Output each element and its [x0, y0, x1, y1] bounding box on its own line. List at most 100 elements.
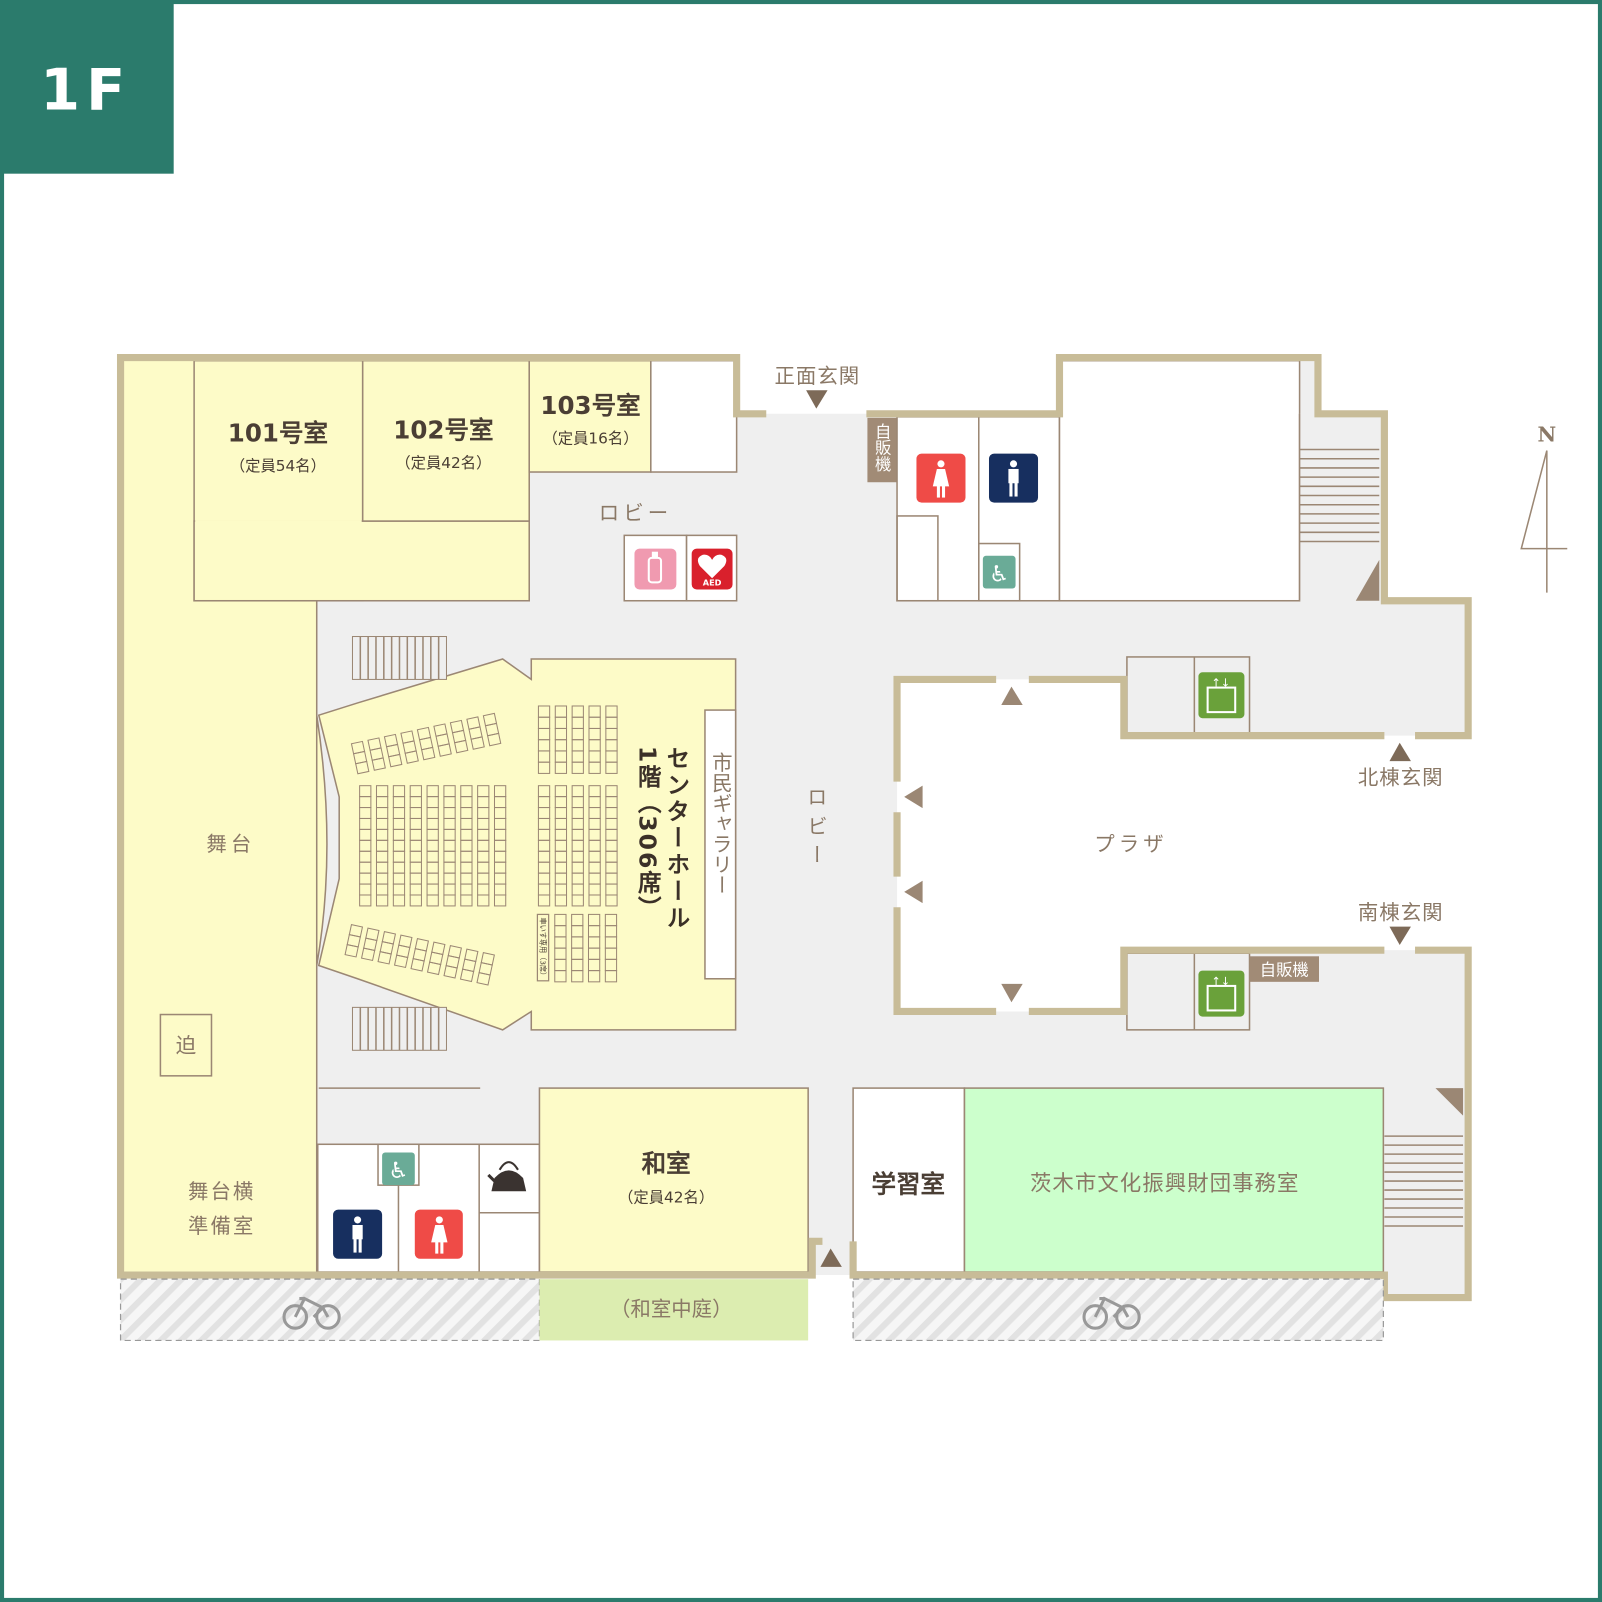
seat	[554, 761, 568, 774]
seat	[371, 757, 386, 771]
seat	[588, 761, 601, 774]
seri-label: 迫	[176, 1033, 196, 1057]
stairs-southeast	[1384, 1135, 1464, 1227]
room-103[interactable]	[528, 359, 652, 473]
arrow-up-icon	[1001, 686, 1023, 705]
seat	[460, 894, 473, 907]
seat	[426, 894, 439, 907]
kettle-icon	[487, 1161, 527, 1192]
bicycle-parking-west	[119, 1278, 541, 1342]
arrow-down-icon	[1001, 983, 1023, 1003]
gallery-label: 市民ギャラリー	[708, 752, 732, 895]
svg-text:↑↓: ↑↓	[1212, 975, 1231, 988]
building-wall-north	[866, 354, 1472, 740]
baby-bottle-icon	[634, 548, 677, 590]
room-102-name: 102号室	[393, 415, 493, 444]
svg-text:♿: ♿	[388, 1158, 408, 1184]
room-103-capacity: （定員16名）	[543, 429, 639, 447]
svg-text:♿: ♿	[989, 561, 1009, 587]
washitsu-capacity: （定員42名）	[618, 1189, 714, 1207]
foundation-office-name: 茨木市文化振興財団事務室	[1030, 1171, 1300, 1196]
aed-icon: AED	[691, 548, 733, 590]
seat	[476, 972, 491, 986]
elevator-icon-north: ↑↓	[1198, 672, 1245, 719]
vending-north-label: 自販機	[872, 423, 891, 473]
hall-capacity: 1階（306席）	[634, 746, 662, 922]
seat	[410, 958, 425, 972]
north-entrance-label[interactable]: 北棟玄関	[1358, 766, 1444, 790]
seat	[554, 970, 567, 983]
womens-restroom-icon	[414, 1209, 463, 1259]
hall-stairs-bottom	[351, 1006, 447, 1051]
seat	[537, 894, 551, 907]
seat	[571, 894, 584, 907]
accessible-restroom-icon: ♿	[982, 555, 1016, 589]
washitsu-room[interactable]	[538, 1087, 809, 1273]
elevator-icon-south: ↑↓	[1198, 970, 1245, 1017]
ramp-triangle-southeast	[1435, 1088, 1464, 1116]
storage-room	[650, 359, 738, 473]
seat	[388, 753, 403, 768]
washitsu-name: 和室	[642, 1149, 691, 1178]
svg-text:↑↓: ↑↓	[1212, 677, 1231, 690]
building-wall	[116, 354, 823, 1279]
bicycle-icon	[1082, 1296, 1141, 1330]
room-102[interactable]	[361, 359, 530, 522]
washitsu-garden	[539, 1279, 809, 1341]
seat	[487, 732, 502, 747]
stage-side-label-1: 舞台横	[188, 1179, 255, 1203]
citizen-gallery[interactable]	[704, 709, 737, 980]
seat	[404, 750, 419, 764]
seat	[421, 746, 436, 761]
north-compass-icon: N	[1520, 422, 1568, 593]
washitsu-garden-label: （和室中庭）	[610, 1297, 733, 1321]
ramp-triangle-northeast	[1355, 559, 1380, 601]
seat	[477, 894, 490, 907]
hall-name: センターホール	[662, 746, 690, 932]
seat	[344, 944, 359, 958]
aed-text: AED	[703, 577, 722, 587]
seat	[588, 894, 601, 907]
seat	[554, 894, 568, 907]
seat	[605, 761, 618, 774]
vending-south-label: 自販機	[1260, 961, 1309, 980]
arrow-up-icon	[820, 1248, 842, 1267]
room-101-name: 101号室	[228, 418, 328, 447]
seat	[537, 761, 551, 774]
south-entrance-label[interactable]: 南棟玄関	[1358, 901, 1444, 925]
seat	[454, 739, 469, 754]
lobby-center-label: ロビー	[803, 787, 827, 873]
seat	[571, 970, 584, 983]
seat	[409, 894, 422, 907]
room-101-capacity: （定員54名）	[230, 457, 326, 475]
building-wall-plaza-west	[893, 675, 997, 782]
seat	[571, 761, 584, 774]
main-entrance-label[interactable]: 正面玄関	[774, 364, 860, 388]
seat	[493, 894, 507, 907]
stairs-northeast	[1299, 448, 1380, 543]
seat	[360, 947, 376, 962]
seat	[604, 970, 618, 983]
foundation-office[interactable]	[963, 1087, 1385, 1273]
arrow-left-icon	[904, 785, 923, 809]
study-room[interactable]	[852, 1087, 966, 1273]
seat	[355, 760, 370, 775]
plaza-label: プラザ	[1094, 832, 1168, 856]
seat	[443, 965, 458, 979]
womens-restroom-icon	[916, 453, 966, 503]
arrow-up-icon	[1389, 742, 1411, 762]
arrow-left-icon	[904, 880, 923, 904]
center-hall[interactable]	[317, 658, 737, 1031]
hall-seats	[344, 705, 618, 986]
seat	[375, 894, 389, 907]
room-102-capacity: （定員42名）	[395, 454, 491, 472]
seat	[459, 968, 475, 983]
seat	[587, 970, 601, 983]
seat	[426, 961, 442, 976]
stage-curve	[315, 600, 328, 1276]
study-room-name: 学習室	[872, 1169, 946, 1198]
wheelchair-seats	[536, 913, 550, 982]
building-wall-plaza-north	[1028, 675, 1385, 740]
seat	[392, 894, 406, 907]
